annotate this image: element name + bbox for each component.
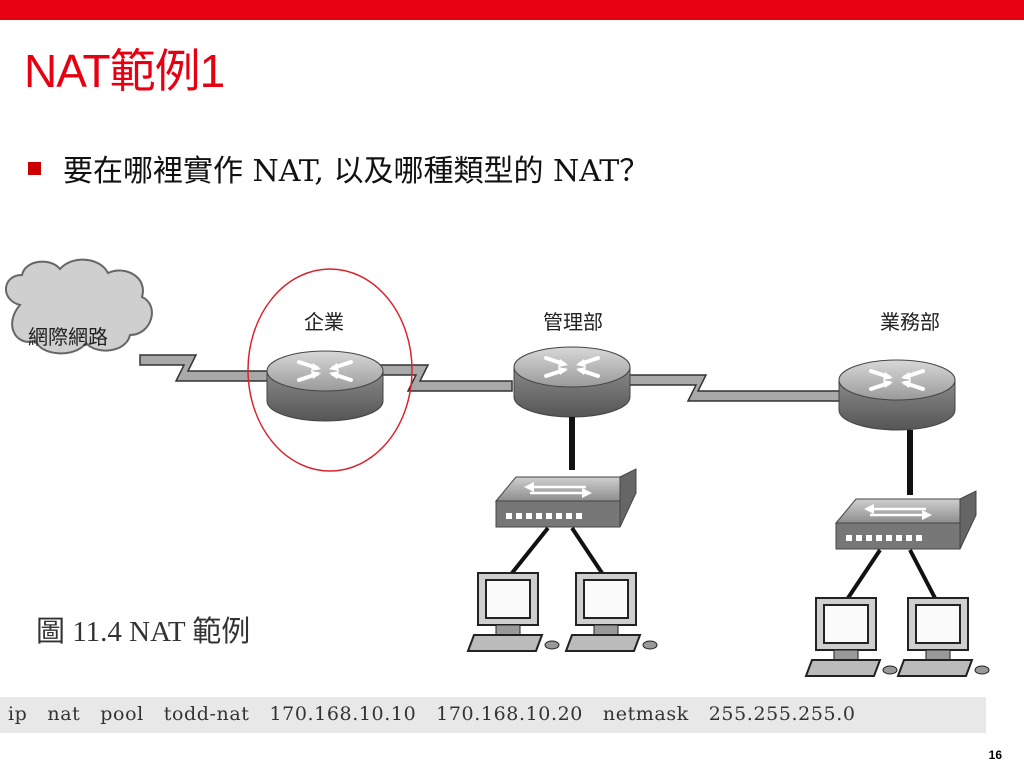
router-management: 管理部	[512, 310, 632, 419]
pc-icon	[805, 597, 898, 677]
nat-network-diagram: 網際網路 企業 管理部 業務部	[5, 258, 990, 677]
internet-cloud: 網際網路	[5, 258, 153, 355]
ethernet-link	[908, 549, 937, 599]
bullet-item: 要在哪裡實作 NAT, 以及哪種類型的 NAT？	[28, 146, 649, 190]
top-accent-bar	[0, 0, 1024, 20]
pc-icon	[565, 572, 658, 652]
square-bullet-icon	[28, 161, 41, 175]
pc-icon	[467, 572, 560, 652]
router-label: 企業	[304, 310, 344, 334]
ethernet-link	[570, 526, 604, 575]
internet-cloud-label: 網際網路	[28, 325, 108, 349]
ethernet-link	[846, 548, 882, 600]
nat-pool-command: ip nat pool todd-nat 170.168.10.10 170.1…	[8, 703, 856, 725]
router-sales: 業務部	[837, 310, 957, 432]
serial-link	[139, 354, 845, 402]
slide-title: NAT範例1	[24, 45, 225, 97]
router-enterprise: 企業	[265, 310, 385, 423]
pc-icon	[897, 597, 990, 677]
router-label: 管理部	[543, 310, 603, 334]
command-bar	[0, 697, 986, 733]
bullet-text: 要在哪裡實作 NAT, 以及哪種類型的 NAT？	[63, 154, 650, 189]
page-number: 16	[988, 748, 1002, 762]
switch-management	[494, 467, 638, 529]
ethernet-link	[510, 526, 550, 575]
switch-sales	[834, 489, 978, 551]
figure-caption: 圖 11.4 NAT 範例	[36, 616, 251, 648]
router-label: 業務部	[880, 310, 940, 334]
highlight-circle	[247, 268, 413, 472]
